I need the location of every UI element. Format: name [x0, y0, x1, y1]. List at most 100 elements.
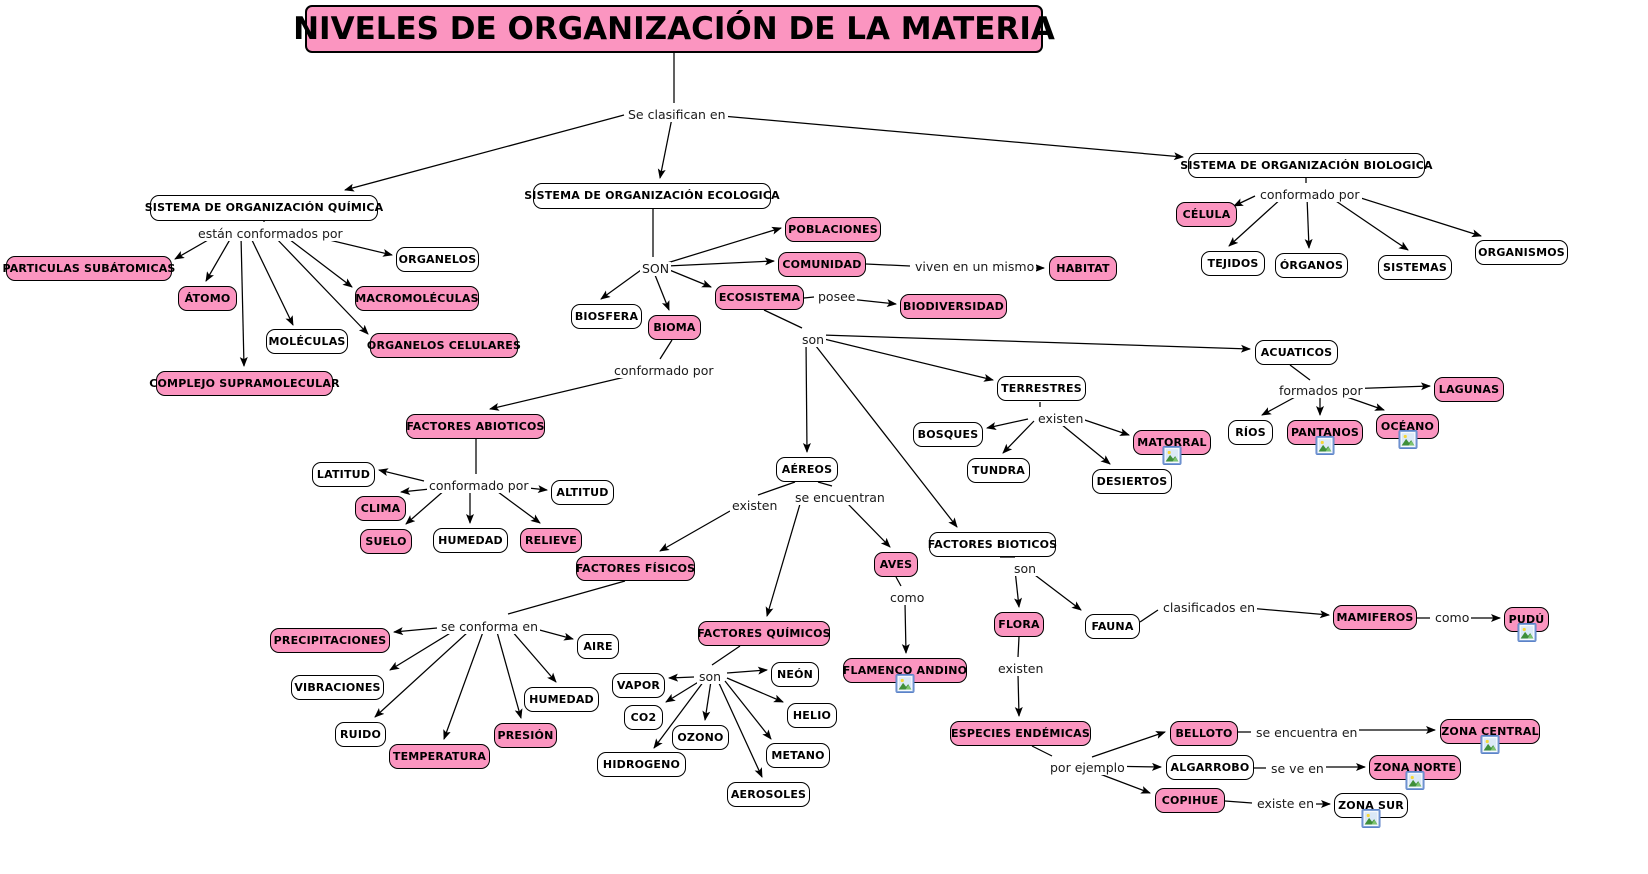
link-label-se-ve-en: se ve en	[1269, 761, 1326, 776]
node-ruido[interactable]: RUIDO	[335, 722, 386, 747]
image-resource-icon[interactable]	[1517, 623, 1536, 642]
node-presion[interactable]: PRESIÓN	[494, 723, 557, 748]
node-helio[interactable]: HELIO	[787, 703, 837, 728]
node-sistemas[interactable]: SISTEMAS	[1378, 255, 1452, 280]
node-ozono[interactable]: OZONO	[672, 725, 729, 750]
node-label-terrestres: TERRESTRES	[1001, 381, 1082, 395]
node-label-organelos: ORGANELOS	[398, 252, 477, 266]
image-resource-icon[interactable]	[1315, 436, 1335, 455]
node-organelos-celulares[interactable]: ORGANELOS CELULARES	[367, 333, 521, 358]
node-sis-biologica[interactable]: SISTEMA DE ORGANIZACIÓN BIOLOGICA	[1180, 153, 1433, 178]
node-ecosistema[interactable]: ECOSISTEMA	[715, 285, 804, 310]
node-flamenco-andino[interactable]: FLAMENCO ANDINO	[843, 658, 967, 693]
node-acuaticos[interactable]: ACUATICOS	[1255, 340, 1338, 365]
node-especies-endemicas[interactable]: ESPECIES ENDÉMICAS	[950, 721, 1091, 746]
node-relieve[interactable]: RELIEVE	[520, 528, 582, 553]
node-temperatura[interactable]: TEMPERATURA	[389, 744, 490, 769]
node-comunidad[interactable]: COMUNIDAD	[778, 252, 866, 277]
node-label-desiertos: DESIERTOS	[1096, 474, 1168, 488]
link-label-existen-flora: existen	[996, 661, 1046, 676]
node-pantanos[interactable]: PANTANOS	[1287, 420, 1363, 455]
node-macromoleculas[interactable]: MACROMOLÉCULAS	[355, 286, 479, 311]
node-terrestres[interactable]: TERRESTRES	[997, 376, 1086, 401]
edge-estan-conformados-por-to-complejo-supramolecular	[239, 235, 248, 367]
edge-aves-to-como-aves	[895, 576, 902, 587]
node-aereos[interactable]: AÉREOS	[776, 457, 838, 482]
node-tejidos[interactable]: TEJIDOS	[1201, 251, 1265, 276]
node-label-pudu: PUDÚ	[1508, 612, 1545, 626]
node-oceano[interactable]: OCÉANO	[1376, 414, 1439, 449]
image-resource-icon[interactable]	[1480, 735, 1500, 754]
node-humedad-fis[interactable]: HUMEDAD	[524, 687, 599, 712]
node-clima[interactable]: CLIMA	[355, 496, 406, 521]
link-label-como-aves: como	[888, 590, 927, 605]
node-altitud[interactable]: ALTITUD	[551, 480, 614, 505]
node-habitat[interactable]: HABITAT	[1049, 256, 1117, 281]
image-resource-icon[interactable]	[1398, 430, 1417, 449]
node-complejo-supramolecular[interactable]: COMPLEJO SUPRAMOLECULAR	[149, 371, 340, 396]
image-resource-icon[interactable]	[1162, 446, 1182, 465]
edge-existen-terrestres-to-tundra	[1002, 420, 1035, 454]
node-co2[interactable]: CO2	[624, 705, 663, 730]
node-desiertos[interactable]: DESIERTOS	[1092, 469, 1172, 494]
node-poblaciones[interactable]: POBLACIONES	[785, 217, 881, 242]
node-sis-ecologica[interactable]: SISTEMA DE ORGANIZACIÓN ECOLOGICA	[524, 183, 780, 209]
node-factores-bioticos[interactable]: FACTORES BIOTICOS	[928, 532, 1057, 557]
image-resource-icon[interactable]	[1361, 809, 1381, 828]
node-label-bioma: BIOMA	[653, 320, 696, 334]
edge-se-conforma-en-to-humedad-fis	[510, 629, 557, 683]
node-aves[interactable]: AVES	[874, 552, 918, 577]
node-algarrobo[interactable]: ALGARROBO	[1166, 755, 1254, 780]
image-resource-icon[interactable]	[1405, 771, 1425, 790]
node-vibraciones[interactable]: VIBRACIONES	[291, 675, 384, 700]
node-metano[interactable]: METANO	[766, 743, 830, 768]
node-tundra[interactable]: TUNDRA	[967, 458, 1030, 483]
node-zona-sur[interactable]: ZONA SUR	[1334, 793, 1408, 828]
node-mamiferos[interactable]: MAMIFEROS	[1333, 605, 1417, 630]
node-label-altitud: ALTITUD	[556, 485, 609, 499]
node-biosfera[interactable]: BIOSFERA	[571, 304, 642, 329]
node-rios[interactable]: RÍOS	[1228, 420, 1273, 445]
node-vapor[interactable]: VAPOR	[612, 673, 665, 698]
node-factores-quimicos[interactable]: FACTORES QUÍMICOS	[697, 621, 831, 646]
node-aerosoles[interactable]: AEROSOLES	[727, 782, 810, 807]
node-titulo[interactable]: NIVELES DE ORGANIZACIÓN DE LA MATERIA	[293, 5, 1055, 53]
node-factores-abioticos[interactable]: FACTORES ABIOTICOS	[406, 414, 545, 439]
node-humedad-ab[interactable]: HUMEDAD	[433, 528, 508, 553]
node-copihue[interactable]: COPIHUE	[1155, 788, 1225, 813]
node-latitud[interactable]: LATITUD	[312, 462, 375, 487]
node-label-precipitaciones: PRECIPITACIONES	[273, 633, 387, 647]
node-organismos[interactable]: ORGANISMOS	[1475, 240, 1568, 265]
edge-estan-conformados-por-to-organelos-celulares	[273, 235, 369, 335]
node-sis-quimica[interactable]: SISTEMA DE ORGANIZACIÓN QUÍMICA	[145, 195, 383, 221]
image-resource-icon[interactable]	[895, 674, 915, 693]
node-organos[interactable]: ÓRGANOS	[1275, 253, 1348, 278]
node-flora[interactable]: FLORA	[994, 612, 1044, 637]
node-zona-central[interactable]: ZONA CENTRAL	[1440, 719, 1540, 754]
node-biodiversidad[interactable]: BIODIVERSIDAD	[900, 294, 1007, 319]
node-belloto[interactable]: BELLOTO	[1170, 721, 1238, 746]
node-pudu[interactable]: PUDÚ	[1504, 607, 1549, 642]
node-lagunas[interactable]: LAGUNAS	[1434, 377, 1504, 402]
node-celula[interactable]: CÉLULA	[1176, 202, 1237, 227]
node-label-tundra: TUNDRA	[972, 463, 1025, 477]
node-moleculas[interactable]: MOLÉCULAS	[266, 329, 348, 354]
node-neon[interactable]: NEÓN	[771, 662, 819, 687]
node-organelos[interactable]: ORGANELOS	[396, 247, 479, 272]
node-label-pantanos: PANTANOS	[1291, 425, 1360, 439]
node-label-neon: NEÓN	[776, 667, 814, 681]
node-zona-norte[interactable]: ZONA NORTE	[1369, 755, 1461, 790]
node-particulas-subatomicas[interactable]: PARTICULAS SUBÁTOMICAS	[2, 256, 175, 281]
node-aire[interactable]: AIRE	[577, 634, 619, 659]
node-label-celula: CÉLULA	[1182, 207, 1231, 221]
node-precipitaciones[interactable]: PRECIPITACIONES	[270, 628, 390, 653]
node-suelo[interactable]: SUELO	[360, 529, 412, 554]
node-bosques[interactable]: BOSQUES	[913, 422, 983, 447]
node-label-factores-quimicos: FACTORES QUÍMICOS	[697, 626, 831, 640]
node-matorral[interactable]: MATORRAL	[1133, 430, 1211, 465]
node-bioma[interactable]: BIOMA	[648, 315, 701, 340]
node-fauna[interactable]: FAUNA	[1085, 614, 1140, 639]
node-atomo[interactable]: ÁTOMO	[178, 286, 237, 311]
node-factores-fisicos[interactable]: FACTORES FÍSICOS	[576, 556, 695, 581]
node-hidrogeno[interactable]: HIDROGENO	[597, 752, 686, 777]
